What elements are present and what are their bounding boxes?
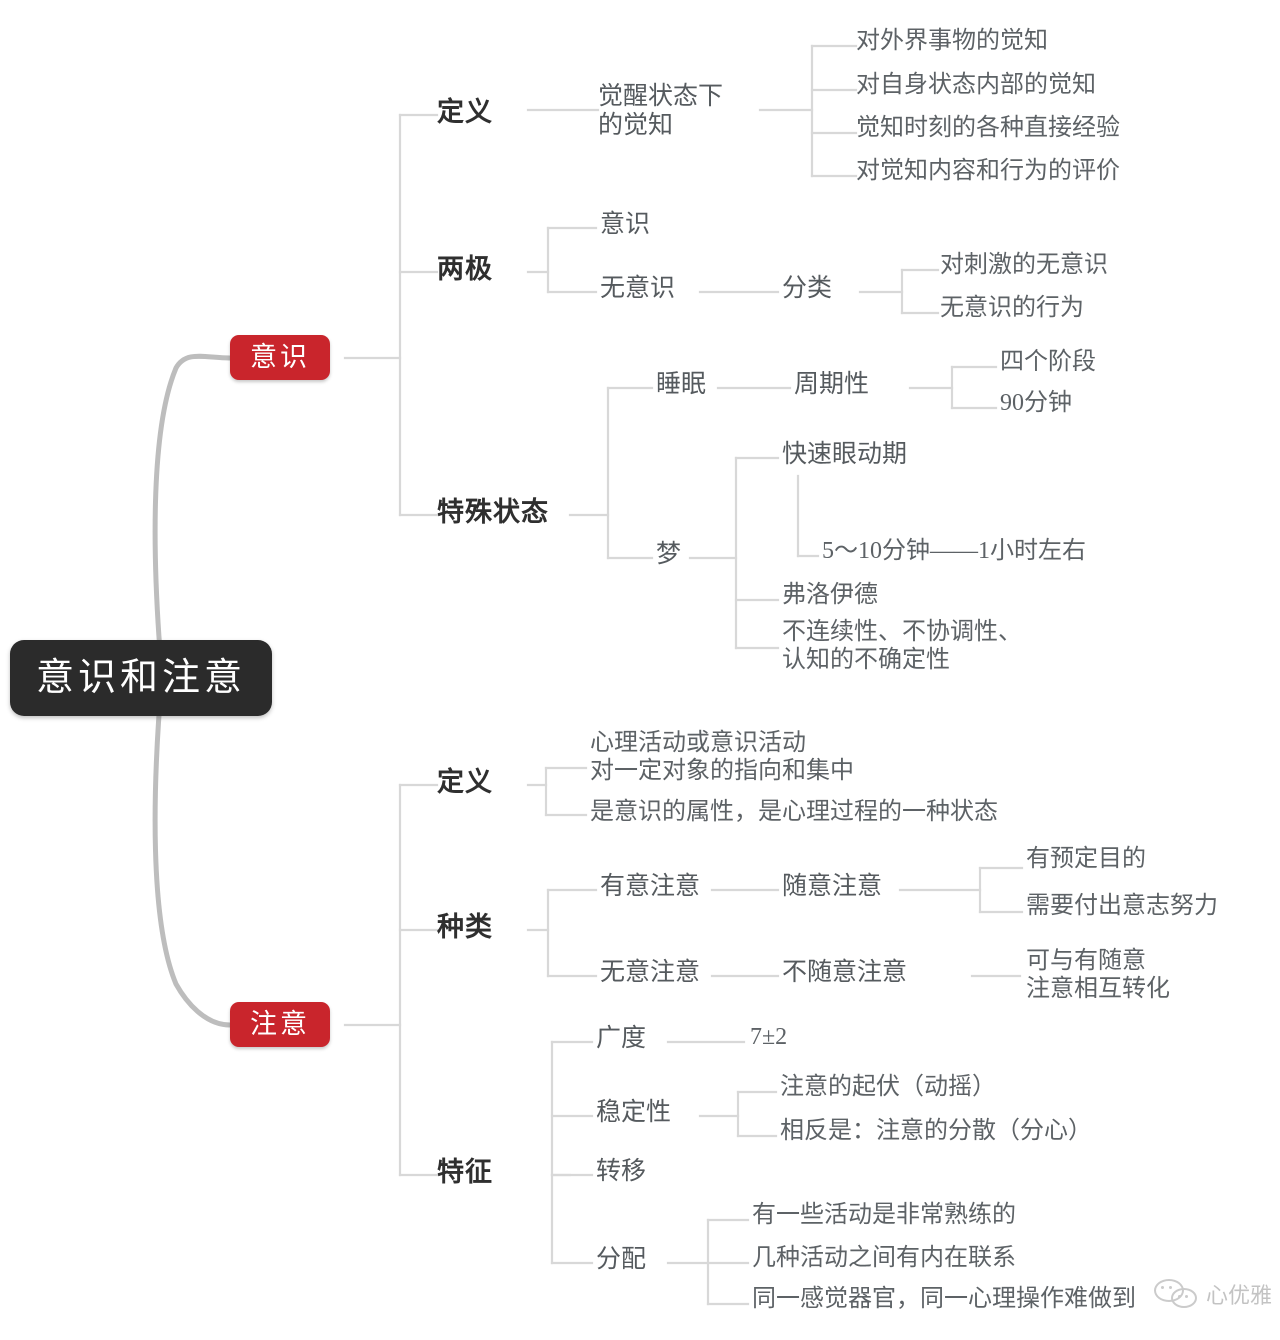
leaf-dream-characteristics[interactable]: 不连续性、不协调性、 认知的不确定性 xyxy=(782,619,1022,673)
leaf-unconscious-to-stimuli[interactable]: 对刺激的无意识 xyxy=(940,252,1108,278)
node-rem-sleep[interactable]: 快速眼动期 xyxy=(782,441,908,468)
leaf-attention-distraction[interactable]: 相反是：注意的分散（分心） xyxy=(780,1118,1092,1144)
watermark-label: 心优雅 xyxy=(1205,1283,1272,1308)
node-attention-features[interactable]: 特征 xyxy=(437,1157,493,1187)
leaf-internal-awareness[interactable]: 对自身状态内部的觉知 xyxy=(856,72,1096,98)
root-node[interactable]: 意识和注意 xyxy=(10,640,273,717)
leaf-has-predetermined-purpose[interactable]: 有预定目的 xyxy=(1026,846,1146,872)
node-attention-stability[interactable]: 稳定性 xyxy=(596,1099,672,1126)
node-voluntary-attention-alt[interactable]: 随意注意 xyxy=(782,873,883,900)
wechat-bubbles-icon xyxy=(1153,1279,1200,1309)
leaf-mutual-conversion[interactable]: 可与有随意 注意相互转化 xyxy=(1026,948,1170,1002)
leaf-seven-plus-minus-two[interactable]: 7±2 xyxy=(750,1024,788,1050)
node-attention-span[interactable]: 广度 xyxy=(596,1025,647,1052)
watermark: 心优雅 xyxy=(1153,1278,1272,1310)
leaf-requires-volitional-effort[interactable]: 需要付出意志努力 xyxy=(1026,893,1218,919)
leaf-ninety-minutes[interactable]: 90分钟 xyxy=(1000,390,1072,416)
leaf-attention-def-direction[interactable]: 心理活动或意识活动 对一定对象的指向和集中 xyxy=(590,730,854,784)
node-voluntary-attention[interactable]: 有意注意 xyxy=(600,873,701,900)
node-sleep[interactable]: 睡眠 xyxy=(656,371,707,398)
leaf-intrinsic-connection[interactable]: 几种活动之间有内在联系 xyxy=(752,1245,1016,1271)
node-special-states[interactable]: 特殊状态 xyxy=(437,497,549,527)
branch-node-attention[interactable]: 注意 xyxy=(230,1002,330,1048)
leaf-evaluation-of-awareness[interactable]: 对觉知内容和行为的评价 xyxy=(856,158,1120,184)
leaf-unconscious-behavior[interactable]: 无意识的行为 xyxy=(940,295,1084,321)
node-conscious[interactable]: 意识 xyxy=(600,211,651,238)
leaf-skilled-activities[interactable]: 有一些活动是非常熟练的 xyxy=(752,1202,1016,1228)
node-consciousness-definition[interactable]: 定义 xyxy=(437,97,493,127)
node-unconscious-classification[interactable]: 分类 xyxy=(782,275,833,302)
leaf-four-stages[interactable]: 四个阶段 xyxy=(1000,349,1096,375)
leaf-same-sense-organ[interactable]: 同一感觉器官，同一心理操作难做到 xyxy=(752,1286,1136,1312)
leaf-direct-experience[interactable]: 觉知时刻的各种直接经验 xyxy=(856,115,1120,141)
node-attention-shift[interactable]: 转移 xyxy=(596,1158,647,1185)
node-awake-awareness[interactable]: 觉醒状态下 的觉知 xyxy=(598,83,724,139)
leaf-external-awareness[interactable]: 对外界事物的觉知 xyxy=(856,28,1048,54)
leaf-dream-duration[interactable]: 5～10分钟——1小时左右 xyxy=(822,538,1086,564)
leaf-attention-def-property[interactable]: 是意识的属性，是心理过程的一种状态 xyxy=(590,799,998,825)
node-involuntary-attention-alt[interactable]: 不随意注意 xyxy=(782,959,908,986)
node-two-poles[interactable]: 两极 xyxy=(437,254,493,284)
node-sleep-cyclicity[interactable]: 周期性 xyxy=(794,371,870,398)
node-involuntary-attention[interactable]: 无意注意 xyxy=(600,959,701,986)
node-unconscious[interactable]: 无意识 xyxy=(600,275,676,302)
branch-node-consciousness[interactable]: 意识 xyxy=(230,335,330,381)
node-dream[interactable]: 梦 xyxy=(656,541,682,568)
node-attention-types[interactable]: 种类 xyxy=(437,912,493,942)
leaf-attention-fluctuation[interactable]: 注意的起伏（动摇） xyxy=(780,1074,996,1100)
node-attention-distribution[interactable]: 分配 xyxy=(596,1246,647,1273)
leaf-freud[interactable]: 弗洛伊德 xyxy=(782,582,878,608)
node-attention-definition[interactable]: 定义 xyxy=(437,767,493,797)
